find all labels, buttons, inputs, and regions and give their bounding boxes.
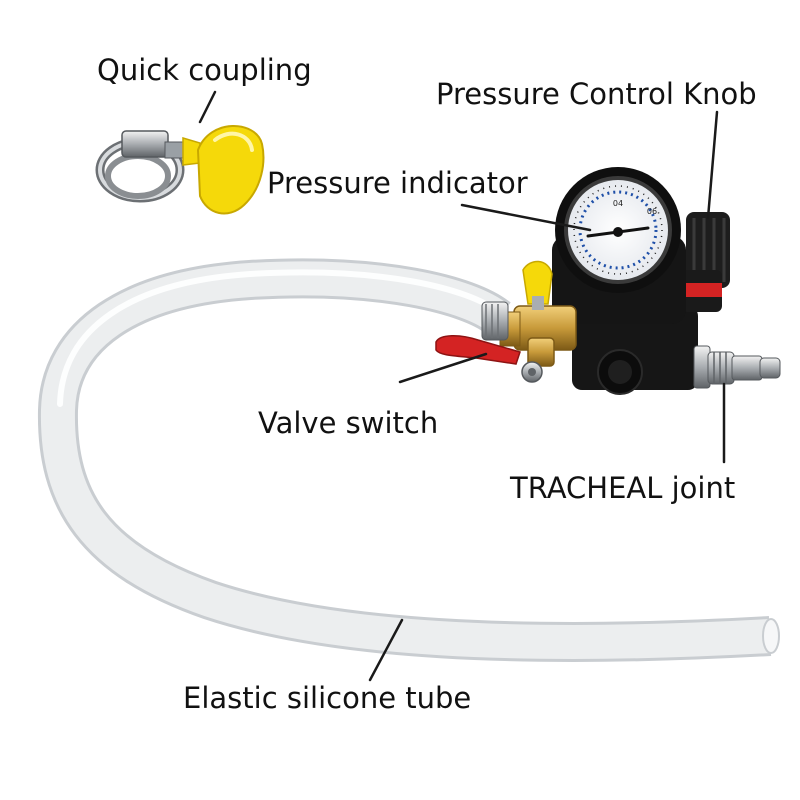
- gauge-tick-center: 04: [613, 199, 623, 208]
- silicone-tube-leader: [368, 618, 404, 682]
- silicone-tube-label: Elastic silicone tube: [183, 681, 472, 715]
- gauge-pivot: [613, 227, 623, 237]
- pressure-indicator-leader: [460, 203, 592, 232]
- regulator-assembly: 04 06: [435, 167, 781, 395]
- valve-switch-leader: [398, 352, 488, 384]
- pressure-indicator-label: Pressure indicator: [267, 166, 528, 200]
- quick-coupling-label: Quick coupling: [97, 53, 312, 87]
- knob-leader: [706, 110, 719, 220]
- pressure-control-knob-label: Pressure Control Knob: [436, 77, 757, 111]
- quick-coupling: [95, 125, 265, 215]
- gauge-tick-side: 06: [647, 207, 657, 216]
- quick-coupling-leader: [198, 90, 217, 124]
- valve-switch-label: Valve switch: [258, 406, 439, 440]
- silicone-tube: [37, 258, 780, 662]
- tracheal-joint-label: TRACHEAL joint: [510, 471, 736, 505]
